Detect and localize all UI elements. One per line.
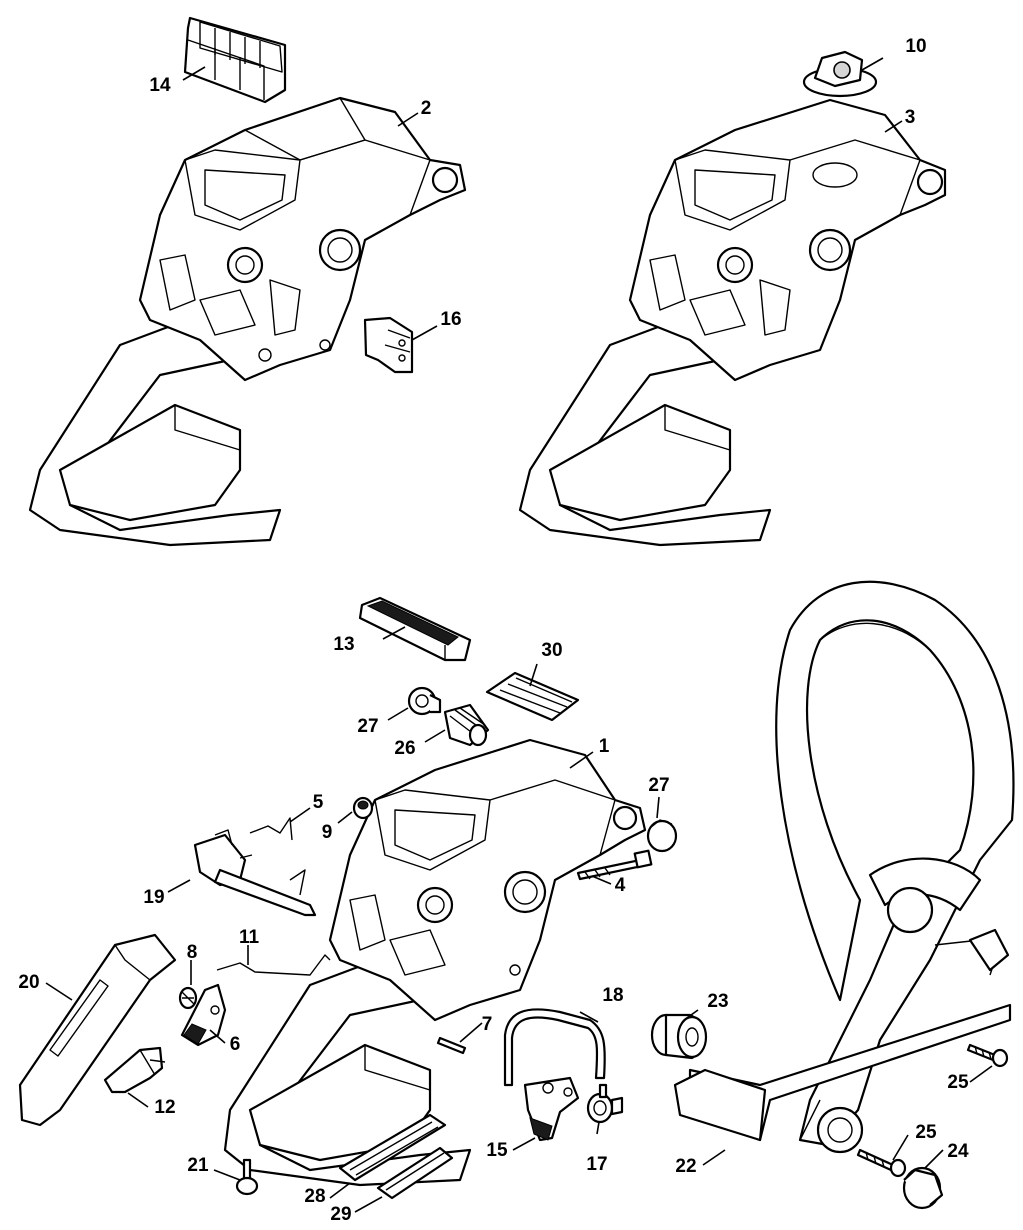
rod-part-5 — [249, 817, 293, 841]
callout-labels: 14 2 10 3 16 13 30 27 26 1 27 4 5 9 19 1… — [18, 36, 969, 1225]
hose-part-18 — [503, 1008, 606, 1087]
buffer-part-23 — [650, 1013, 708, 1060]
callout-14: 14 — [149, 75, 171, 96]
valve-part-17 — [586, 1083, 624, 1124]
callout-25-upper: 25 — [947, 1072, 969, 1093]
callout-16: 16 — [440, 309, 461, 330]
callout-12: 12 — [154, 1097, 175, 1118]
grille-part-13 — [358, 596, 472, 662]
plug-part-27-right — [646, 819, 678, 853]
callout-15: 15 — [486, 1140, 508, 1161]
bolt-part-4 — [576, 849, 653, 881]
callout-2: 2 — [421, 98, 432, 119]
callout-26: 26 — [394, 738, 415, 759]
callout-29: 29 — [330, 1204, 351, 1225]
callout-10: 10 — [905, 36, 926, 57]
callout-5: 5 — [313, 792, 324, 813]
callout-22: 22 — [675, 1156, 696, 1177]
grommet-part-9 — [352, 796, 374, 820]
callout-19: 19 — [143, 887, 164, 908]
lever-part-19 — [193, 829, 317, 917]
pin-part-7 — [436, 1036, 467, 1055]
pad-part-29 — [376, 1146, 454, 1200]
callout-27-right: 27 — [648, 775, 669, 796]
screw-part-21 — [235, 1158, 259, 1196]
buffer-part-26 — [443, 703, 490, 747]
callout-30: 30 — [541, 640, 562, 661]
callout-6: 6 — [230, 1034, 241, 1055]
spring-part-8 — [178, 986, 198, 1010]
nut-part-27-upper — [407, 686, 442, 716]
lever-part-12 — [103, 1046, 166, 1094]
filter-part-14 — [183, 16, 287, 104]
rod-part-11 — [216, 954, 331, 976]
screw-part-25-lower — [856, 1148, 907, 1178]
handlebar-part-22 — [673, 580, 1015, 1154]
callout-25-lower: 25 — [915, 1122, 937, 1143]
trigger-part-6 — [180, 983, 227, 1047]
knob-part-24 — [902, 1166, 944, 1210]
callout-13: 13 — [333, 634, 354, 655]
callout-20: 20 — [18, 972, 39, 993]
callout-4: 4 — [615, 875, 626, 896]
callout-23: 23 — [707, 991, 728, 1012]
callout-17: 17 — [586, 1154, 607, 1175]
callout-9: 9 — [322, 822, 333, 843]
callout-3: 3 — [905, 107, 916, 128]
screw-part-25-upper — [966, 1043, 1009, 1068]
housing-part-3 — [518, 98, 947, 547]
pad-part-28 — [338, 1113, 447, 1182]
housing-part-2 — [28, 96, 467, 547]
callout-11: 11 — [239, 927, 260, 948]
bracket-part-15 — [523, 1076, 580, 1142]
callout-8: 8 — [187, 942, 198, 963]
cap-part-10 — [802, 50, 878, 98]
pad-part-30 — [485, 671, 580, 722]
handle-cover-part-20 — [18, 933, 177, 1127]
callout-7: 7 — [482, 1014, 493, 1035]
leader-lines — [45, 57, 993, 1213]
bracket-part-16 — [363, 316, 414, 374]
callout-28: 28 — [304, 1186, 325, 1207]
callout-21: 21 — [187, 1155, 209, 1176]
callout-24: 24 — [947, 1141, 969, 1162]
callout-1: 1 — [599, 736, 610, 757]
callout-27-upper: 27 — [357, 716, 378, 737]
callout-18: 18 — [602, 985, 623, 1006]
